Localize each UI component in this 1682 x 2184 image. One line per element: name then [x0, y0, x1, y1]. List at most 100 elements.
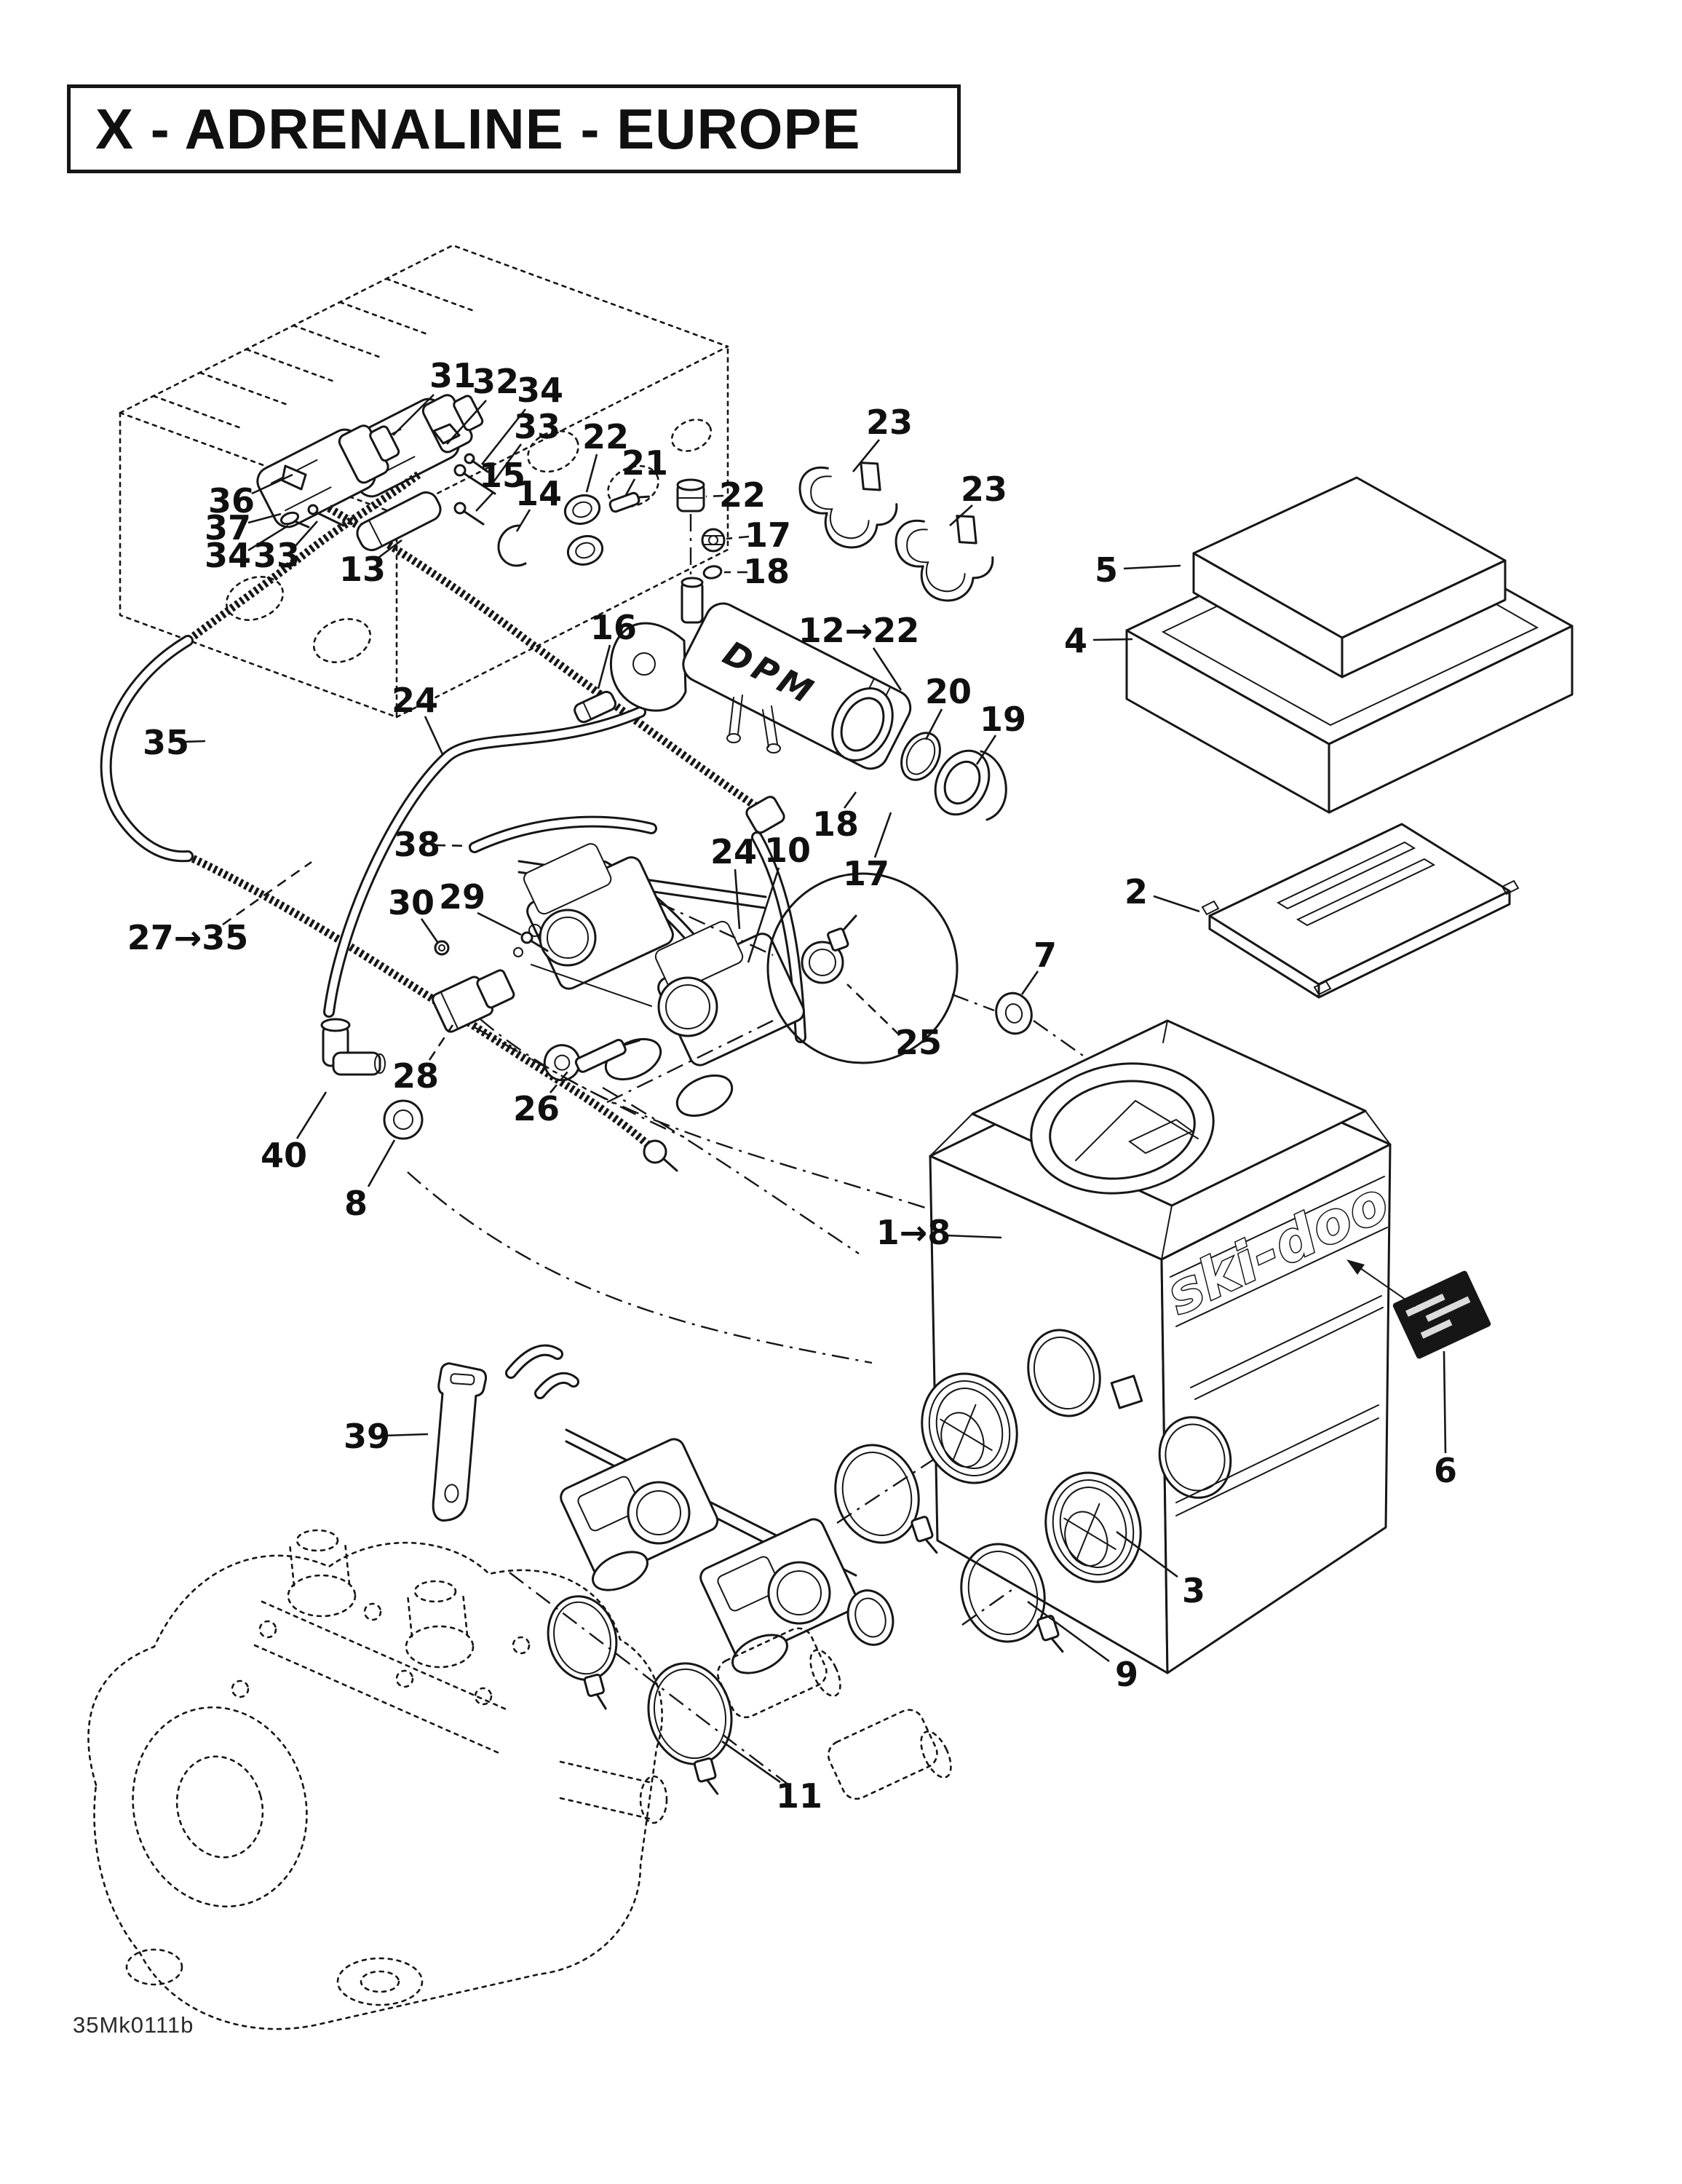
- leader-3: [1116, 1530, 1178, 1578]
- callout-1-8: 1→8: [876, 1213, 951, 1252]
- callout-14: 14: [515, 474, 562, 513]
- clamp-23-a: [798, 462, 898, 549]
- callout-18-mid: 18: [812, 804, 859, 844]
- leader-39: [384, 1433, 429, 1437]
- impulse-hose-38: [469, 815, 657, 853]
- callout-33-left: 33: [253, 536, 300, 575]
- leader-38: [435, 844, 471, 847]
- callout-35: 35: [143, 723, 189, 762]
- clamp-23-b: [894, 515, 994, 602]
- leader-20: [924, 708, 943, 740]
- leader-23-b: [949, 505, 973, 526]
- leader-17-mid: [873, 812, 892, 858]
- leader-24-b: [734, 869, 741, 930]
- vent-hose-35: [100, 635, 194, 863]
- callout-33-top: 33: [514, 407, 560, 446]
- callout-31: 31: [429, 356, 476, 395]
- callout-12-22: 12→22: [798, 611, 920, 650]
- callout-30: 30: [388, 883, 435, 922]
- leader-15: [475, 491, 494, 512]
- leader-13: [378, 539, 402, 559]
- leader-34-left: [247, 524, 289, 552]
- leader-7: [1020, 970, 1039, 995]
- callout-3: 3: [1182, 1571, 1205, 1610]
- callout-23-b: 23: [961, 470, 1007, 509]
- leader-9: [1027, 1600, 1110, 1663]
- leader-29: [477, 911, 522, 936]
- callout-15: 15: [479, 456, 525, 495]
- leader-40: [295, 1091, 328, 1139]
- service-parts: [320, 931, 640, 1140]
- decal-sticker-6: [1392, 1270, 1491, 1359]
- callout-28: 28: [392, 1056, 439, 1096]
- protection-tube-13: [356, 491, 442, 552]
- callout-22-cap: 22: [719, 475, 766, 515]
- callout-26: 26: [513, 1089, 560, 1128]
- leader-33-top: [492, 443, 523, 483]
- callout-24-a: 24: [392, 681, 438, 720]
- clamp-11-b: [647, 1662, 733, 1795]
- cdi-housing: [119, 244, 729, 719]
- grommet-7: [995, 992, 1033, 1035]
- callout-34-top: 34: [517, 371, 563, 410]
- callout-5: 5: [1095, 550, 1118, 590]
- leader-2: [1153, 895, 1200, 913]
- callout-38: 38: [394, 825, 440, 864]
- callout-40: 40: [261, 1136, 307, 1175]
- ignition-wires: [185, 471, 785, 1172]
- callout-18-top: 18: [743, 552, 790, 591]
- leader-26: [549, 1071, 569, 1093]
- leader-12-22: [872, 647, 903, 691]
- doc-code: 35Mk0111b: [73, 2012, 194, 2038]
- callout-10: 10: [764, 831, 811, 870]
- leader-1-8: [945, 1234, 1002, 1239]
- callout-23-a: 23: [866, 403, 913, 442]
- leader-27-35: [222, 860, 312, 926]
- bracket-39: [432, 1362, 488, 1522]
- decal-arrow: [1346, 1259, 1365, 1275]
- callout-21: 21: [622, 443, 668, 483]
- leader-32: [446, 400, 487, 445]
- leader-6: [1443, 1350, 1447, 1454]
- clamp-11-a: [547, 1595, 618, 1710]
- leader-33-left: [293, 521, 318, 548]
- callout-37: 37: [205, 508, 251, 547]
- leader-10: [747, 867, 780, 963]
- callout-39: 39: [344, 1417, 390, 1456]
- leader-23-a: [852, 439, 881, 472]
- leader-16: [597, 644, 611, 689]
- callout-17-top: 17: [745, 515, 791, 555]
- callout-32: 32: [472, 362, 519, 401]
- leader-22-clamps: [585, 454, 598, 493]
- callout-8: 8: [344, 1184, 368, 1223]
- leader-14: [515, 509, 531, 532]
- callout-19: 19: [980, 700, 1026, 739]
- callout-36: 36: [208, 481, 255, 521]
- leader-4: [1092, 638, 1133, 641]
- callout-25: 25: [895, 1023, 942, 1062]
- hose-clamp-9-a: [834, 1444, 938, 1554]
- leader-24-a: [424, 716, 444, 755]
- support-plate-2: [1201, 823, 1520, 999]
- leader-28: [428, 1024, 454, 1061]
- leader-19: [975, 735, 997, 765]
- carburetors-lower: [505, 1344, 894, 1674]
- callout-6: 6: [1434, 1451, 1457, 1490]
- leader-21: [624, 478, 636, 496]
- callout-7: 7: [1034, 935, 1057, 975]
- leader-35: [183, 740, 206, 743]
- leader-30: [420, 918, 439, 943]
- callout-24-b: 24: [710, 832, 757, 871]
- intake-boot-a: [921, 1372, 1018, 1484]
- leader-11: [721, 1740, 781, 1784]
- detail-circle-25: [766, 872, 959, 1064]
- coil-fasteners: [279, 423, 527, 567]
- hose-clamp-9-b: [960, 1543, 1064, 1653]
- leader-25: [846, 984, 900, 1036]
- callout-4: 4: [1064, 621, 1087, 660]
- intake-boot-b: [1044, 1471, 1142, 1583]
- leader-17-top: [726, 535, 750, 540]
